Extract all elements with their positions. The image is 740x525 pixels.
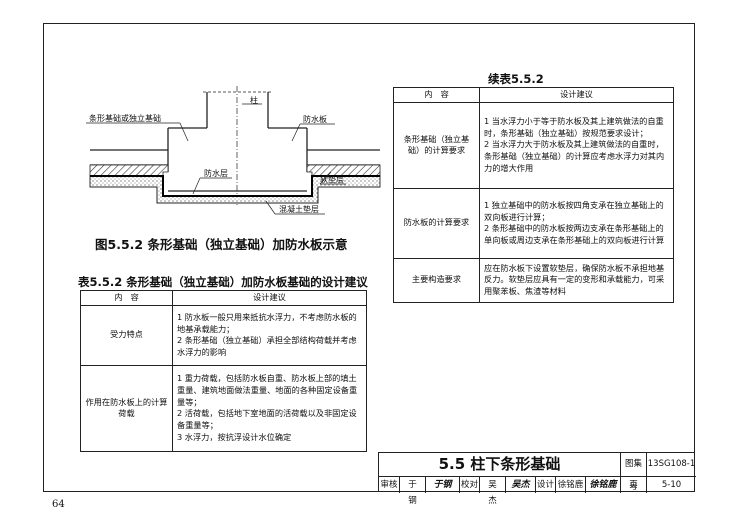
row-advice: 应在防水板下设置软垫层，确保防水板不承担地基反力。软垫层应具有一定的变形和承载能… (479, 257, 674, 303)
header-advice: 设计建议 (172, 290, 367, 306)
table-row: 防水板的计算要求 1 独立基础中的防水板按四角支承在独立基础上的双向板进行计算；… (393, 187, 674, 259)
row-advice: 1 防水板一般只用来抵抗水浮力，不考虑防水板的地基承载能力； 2 条形基础（独立… (172, 304, 367, 366)
label-waterproof-layer: 防水层 (204, 169, 228, 178)
row-advice: 1 当水浮力小于等于防水板及其上建筑做法的自重时，条形基础（独立基础）按规范要求… (479, 101, 674, 189)
label-column: 柱 (250, 96, 258, 105)
table-header-row: 内 容 设计建议 (80, 290, 367, 306)
reviewer-name: 于 钢 (399, 477, 425, 506)
table-row: 作用在防水板上的计算荷载 1 重力荷载，包括防水板自重、防水板上部的填土重量、建… (80, 364, 367, 452)
row-content: 主要构造要求 (393, 257, 480, 303)
table-row: 受力特点 1 防水板一般只用来抵抗水浮力，不考虑防水板的地基承载能力； 2 条形… (80, 304, 367, 366)
advice-item: 2 条形基础中的防水板按两边支承在条形基础上的单向板或周边支承在条形基础上的双向… (484, 223, 665, 246)
check-label: 校对 (459, 477, 479, 493)
row-content: 受力特点 (80, 304, 173, 366)
sheet-page-number: 5-10 (646, 477, 696, 493)
waterproof-slab-right (307, 149, 380, 166)
label-concrete-bedding: 混凝土垫层 (279, 205, 319, 214)
header-content: 内 容 (80, 290, 173, 306)
advice-item: 2 当水浮力大于防水板及其上建筑做法的自重时，条形基础（独立基础）的计算应考虑水… (484, 139, 665, 174)
page-number: 64 (52, 499, 65, 510)
waterproof-layer-line (90, 175, 380, 197)
column-outline (203, 86, 272, 205)
drawing-title: 5.5 柱下条形基础 (438, 455, 561, 473)
advice-item: 1 防水板一般只用来抵抗水浮力，不考虑防水板的地基承载能力； (177, 311, 357, 334)
label-foundation: 条形基础或独立基础 (89, 114, 161, 123)
checker-name: 吴 杰 (479, 477, 505, 506)
header-content: 内 容 (393, 87, 480, 103)
table-right: 内 容 设计建议 条形基础（独立基础）的计算要求 1 当水浮力小于等于防水板及其… (393, 87, 674, 303)
table-row: 主要构造要求 应在防水板下设置软垫层，确保防水板不承担地基反力。软垫层应具有一定… (393, 257, 674, 303)
advice-item: 应在防水板下设置软垫层，确保防水板不承担地基反力。软垫层应具有一定的变形和承载能… (484, 262, 665, 297)
header-advice: 设计建议 (479, 87, 674, 103)
table-right-title: 续表5.5.2 (488, 72, 544, 86)
title-block-row: 5.5 柱下条形基础 图集号 13SG108-1 (379, 453, 696, 492)
label-cushion: 软垫层 (320, 175, 344, 184)
table-left: 内 容 设计建议 受力特点 1 防水板一般只用来抵抗水浮力，不考虑防水板的地基承… (80, 290, 367, 452)
footing-outline (167, 127, 308, 192)
row-advice: 1 独立基础中的防水板按四角支承在独立基础上的双向板进行计算； 2 条形基础中的… (479, 187, 674, 259)
table-header-row: 内 容 设计建议 (393, 87, 674, 103)
checker-signature: 吴杰 (505, 477, 535, 493)
advice-item: 3 水浮力，按抗浮设计水位确定 (177, 432, 292, 443)
design-label: 设计 (535, 477, 555, 493)
table-left-title: 表5.5.2 条形基础（独立基础）加防水板基础的设计建议 (78, 275, 368, 289)
drawing-frame (43, 23, 695, 492)
advice-item: 2 条形基础（独立基础）承担全部结构荷载并考虑水浮力的影响 (177, 335, 357, 358)
atlas-number: 13SG108-1 (646, 453, 696, 476)
advice-item: 1 独立基础中的防水板按四角支承在独立基础上的双向板进行计算； (484, 199, 664, 222)
row-content: 作用在防水板上的计算荷载 (80, 364, 173, 452)
label-waterproof-slab: 防水板 (303, 115, 327, 124)
designer-name: 徐铭鹿 (555, 477, 585, 493)
row-content: 防水板的计算要求 (393, 187, 480, 259)
reviewer-signature: 于钢 (425, 477, 459, 493)
atlas-label: 图集号 (620, 453, 646, 492)
advice-item: 1 重力荷载，包括防水板自重、防水板上部的填土重量、建筑地面做法重量、地面的各种… (177, 372, 358, 407)
figure-caption: 图5.5.2 条形基础（独立基础）加防水板示意 (95, 237, 348, 252)
designer-signature: 徐铭鹿 (585, 477, 620, 493)
row-advice: 1 重力荷载，包括防水板自重、防水板上部的填土重量、建筑地面做法重量、地面的各种… (172, 364, 367, 452)
leader-lines (86, 103, 346, 215)
row-content: 条形基础（独立基础）的计算要求 (393, 101, 480, 189)
advice-item: 2 活荷载，包括地下室地面的活荷载以及非固定设备重量等； (177, 408, 357, 431)
title-block: 5.5 柱下条形基础 图集号 13SG108-1 审核 于 钢 于钢 校对 吴 … (378, 452, 696, 506)
review-label: 审核 (380, 480, 398, 490)
table-row: 条形基础（独立基础）的计算要求 1 当水浮力小于等于防水板及其上建筑做法的自重时… (393, 101, 674, 189)
page-label: 页 (620, 477, 646, 493)
waterproof-slab-left (90, 149, 168, 166)
advice-item: 1 当水浮力小于等于防水板及其上建筑做法的自重时，条形基础（独立基础）按规范要求… (484, 115, 664, 138)
signature-row: 审核 于 钢 于钢 校对 吴 杰 吴杰 设计 徐铭鹿 徐铭鹿 页 5-10 (379, 477, 696, 506)
